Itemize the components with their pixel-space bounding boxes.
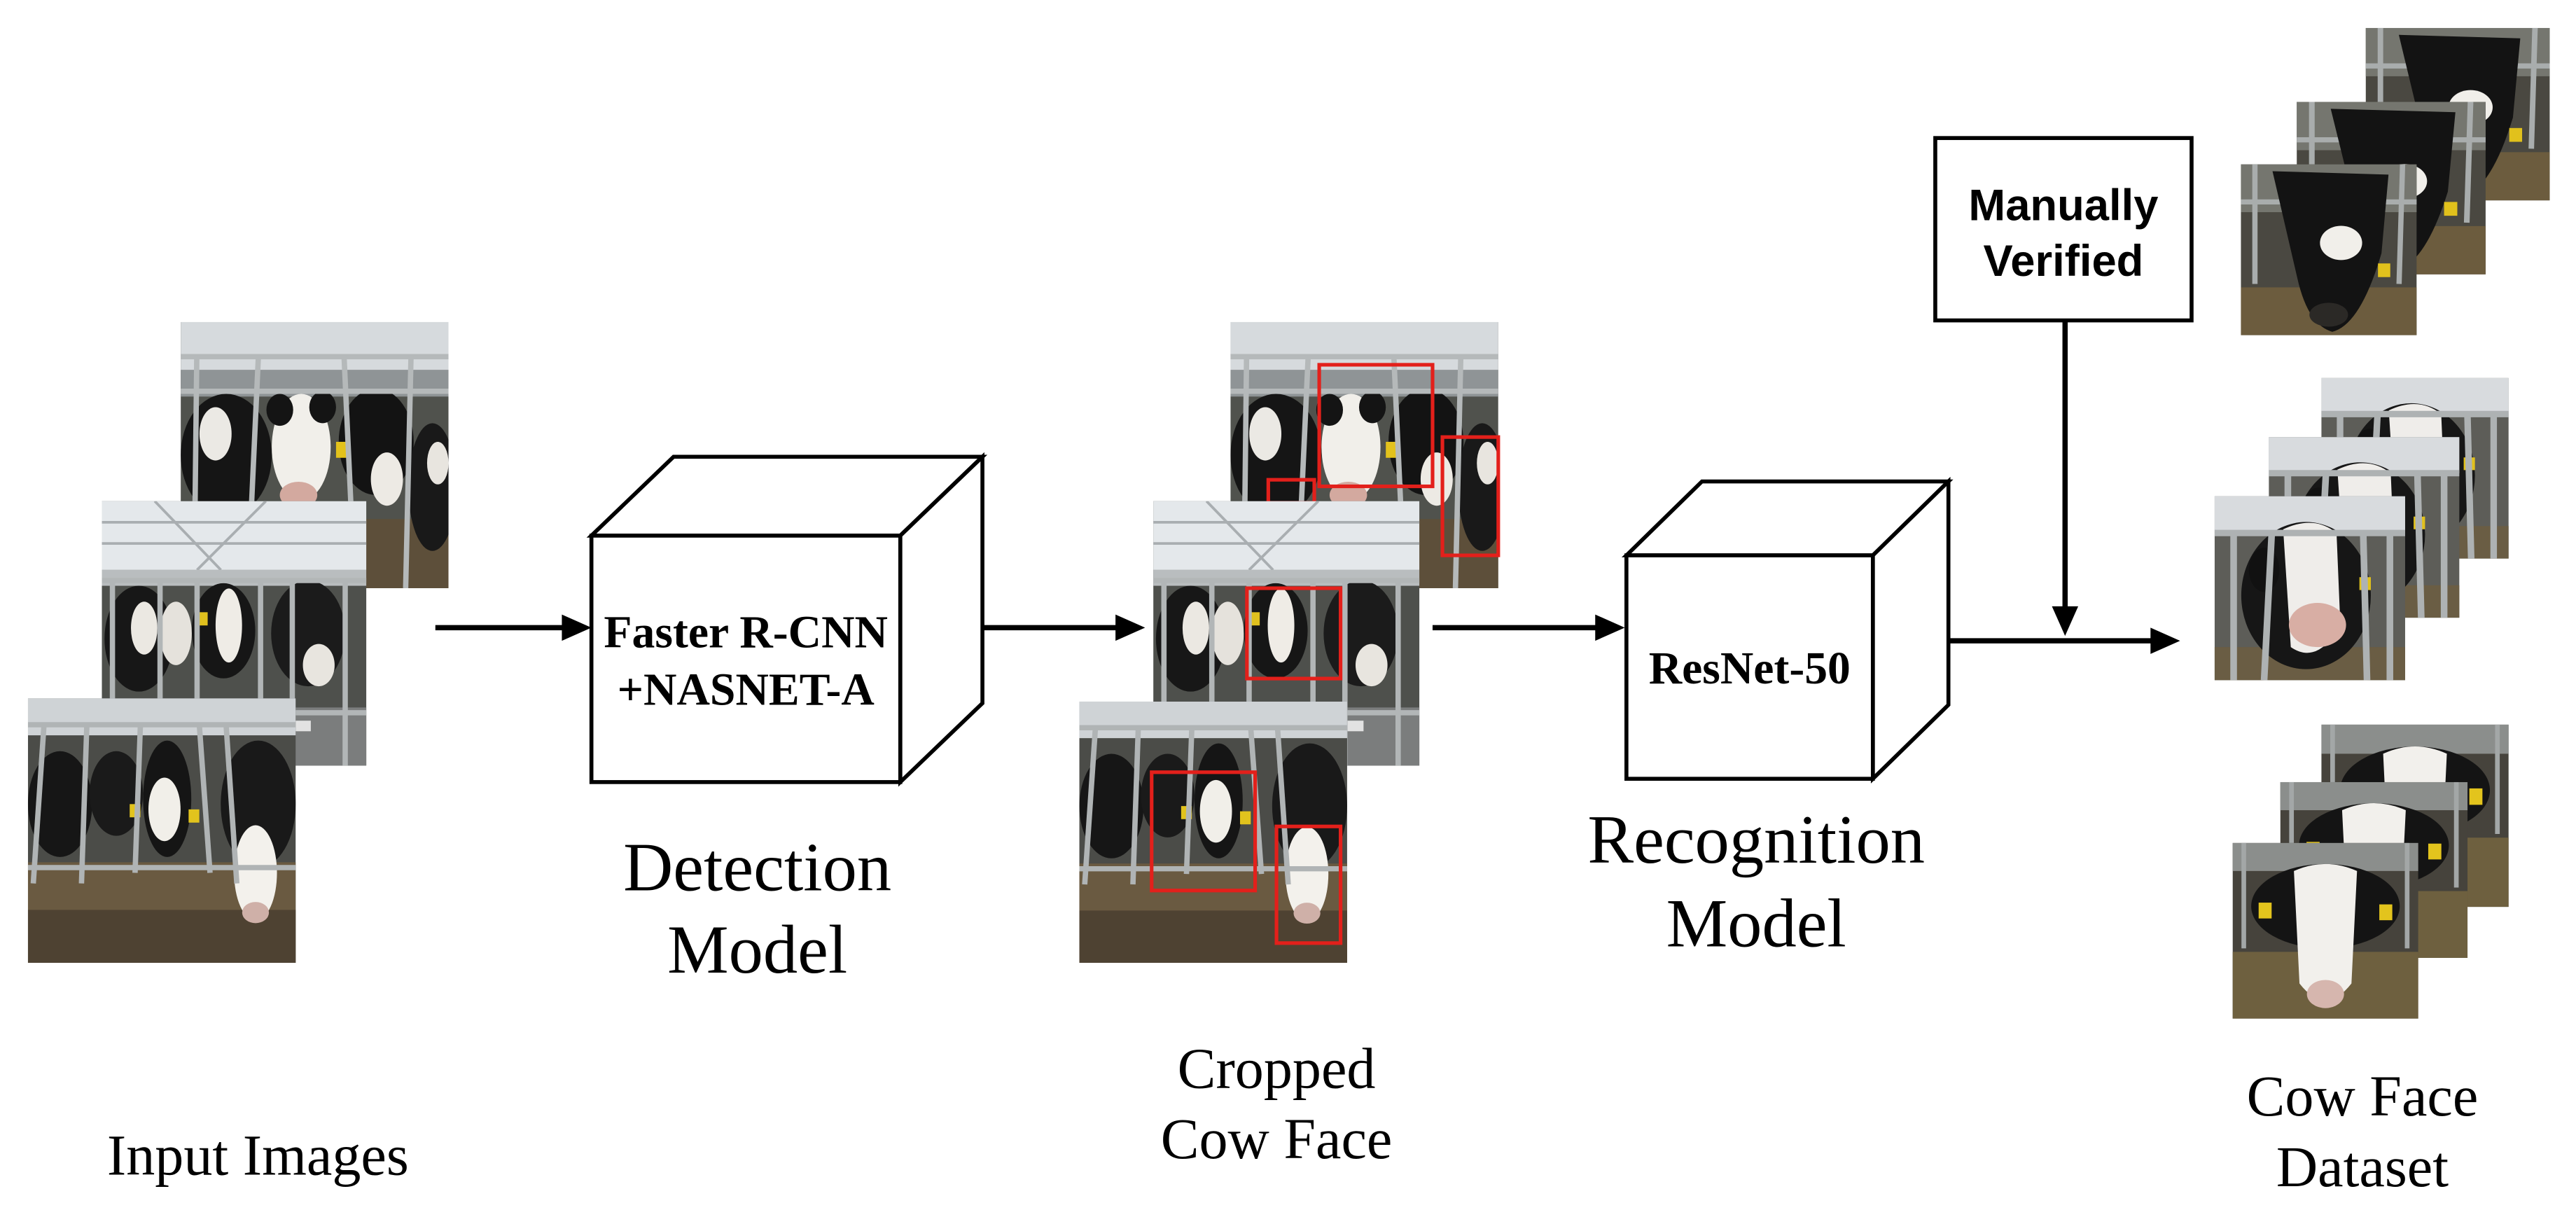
- arrow-recognition-to-dataset: [1948, 627, 2180, 654]
- cropped-label-line-1: Cropped: [1178, 1036, 1376, 1100]
- dataset-stack-3: [2233, 725, 2509, 1019]
- dataset-group: Cow Face Dataset: [2215, 28, 2550, 1199]
- verification-line-2: Verified: [1984, 237, 2144, 286]
- cropped-images-group: Cropped Cow Face: [1080, 322, 1501, 1171]
- recognition-label-line-2: Model: [1666, 886, 1846, 962]
- arrow-cropped-to-recognition: [1432, 614, 1625, 641]
- detection-model: Faster R-CNN +NASNET-A Detection Model: [586, 452, 988, 988]
- detection-box-line-2: +NASNET-A: [618, 665, 875, 716]
- recognition-box-label: ResNet-50: [1649, 643, 1851, 694]
- recognition-model: ResNet-50 Recognition Model: [1587, 476, 1954, 962]
- dataset-image: [2241, 165, 2416, 335]
- dataset-stack-2: [2215, 378, 2509, 681]
- input-images-label: Input Images: [107, 1124, 409, 1188]
- bounding-box: [1317, 363, 1435, 489]
- recognition-cube: [1621, 476, 1954, 784]
- input-images-group: Input Images: [28, 322, 457, 1188]
- bounding-box: [1150, 770, 1258, 893]
- detection-label-line-2: Model: [667, 912, 847, 988]
- input-image-front: [28, 698, 295, 963]
- cropped-image-front: [1080, 702, 1347, 963]
- detection-label-line-1: Detection: [623, 830, 891, 906]
- dataset-stack-1: [2241, 28, 2549, 335]
- bounding-box: [1440, 435, 1501, 557]
- recognition-label-line-1: Recognition: [1587, 802, 1925, 878]
- detection-cube: [586, 452, 988, 787]
- dataset-label-line-2: Dataset: [2276, 1135, 2449, 1199]
- bounding-box: [1274, 824, 1343, 945]
- dataset-image: [2233, 843, 2418, 1019]
- cropped-label-line-2: Cow Face: [1161, 1107, 1393, 1171]
- dataset-label-line-1: Cow Face: [2247, 1064, 2479, 1128]
- bounding-box: [1245, 586, 1343, 681]
- arrow-input-to-detection: [435, 614, 592, 641]
- arrow-detection-to-cropped: [982, 614, 1146, 641]
- verification-line-1: Manually: [1968, 181, 2158, 230]
- manual-verification: Manually Verified: [1933, 136, 2194, 323]
- verification-box: [1933, 136, 2194, 323]
- arrow-verification-down: [2052, 320, 2079, 637]
- detection-box-line-1: Faster R-CNN: [604, 606, 888, 658]
- dataset-image: [2215, 496, 2405, 681]
